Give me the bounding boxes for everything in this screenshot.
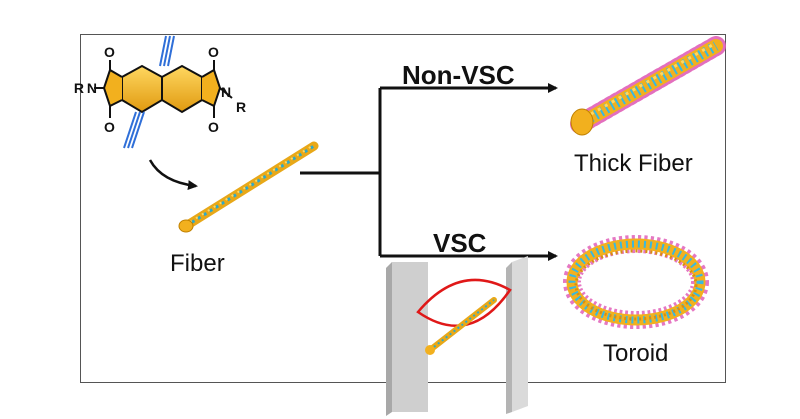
fiber-illustration: [178, 141, 319, 233]
wall-left-side: [386, 262, 392, 416]
wall-right-side: [506, 262, 512, 414]
atom-n-1: N: [87, 80, 97, 96]
molecule-left-imide: [102, 68, 123, 108]
assembly-arrow: [148, 159, 198, 191]
fiber-label: Fiber: [170, 250, 225, 277]
vortex-cell-illustration: [386, 256, 528, 416]
toroid-illustration: [563, 235, 709, 329]
vsc-label: VSC: [433, 228, 487, 258]
vortex-flow: [416, 278, 512, 328]
atom-n-2: N: [221, 84, 231, 100]
thick-fiber-label: Thick Fiber: [574, 150, 693, 177]
wall-left: [392, 262, 428, 412]
naphthalene-diimide-molecule: O O O O N N R R: [74, 35, 246, 149]
non-vsc-label: Non-VSC: [402, 60, 515, 90]
molecule-right-imide: [201, 68, 222, 108]
branch-arrows: [300, 83, 558, 261]
atom-o-2: O: [104, 119, 115, 135]
thick-fiber-illustration: [570, 36, 726, 136]
r-group-1: R: [74, 80, 84, 96]
atom-o-4: O: [208, 119, 219, 135]
toroid-label: Toroid: [603, 340, 669, 367]
wall-right: [512, 256, 528, 412]
atom-o-1: O: [104, 44, 115, 60]
molecule-bond: [219, 87, 233, 99]
alkyne-bottom: [123, 111, 145, 149]
atom-o-3: O: [208, 44, 219, 60]
alkyne-top: [159, 35, 175, 67]
r-group-2: R: [236, 99, 246, 115]
